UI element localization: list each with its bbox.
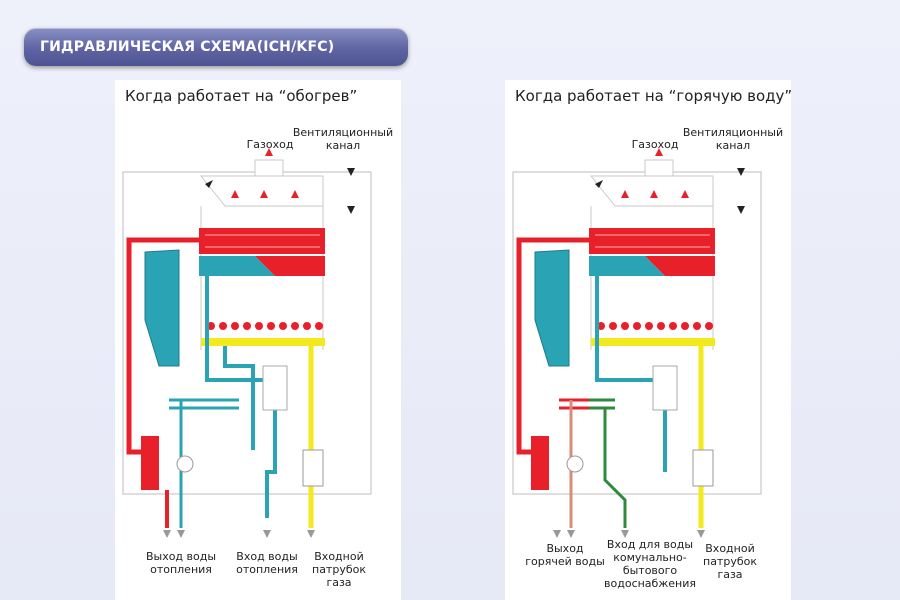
cold-water-inlet-label: Вход для воды комунально- бытового водос…: [604, 538, 696, 590]
secondary-heat-exchanger: [534, 249, 570, 367]
flue-outlet: [644, 159, 674, 177]
dhw-cold-manifold: [589, 398, 615, 410]
expansion-vessel: [531, 436, 549, 490]
flue-hood: [589, 175, 714, 207]
expansion-vessel: [141, 436, 159, 490]
vent-arrows: [205, 168, 355, 214]
burner-flames: [597, 322, 713, 330]
flue-label: Газоход: [246, 138, 294, 151]
dhw-hot-manifold: [559, 398, 589, 410]
hot-water-schematic: [512, 148, 762, 538]
gas-manifold: [201, 338, 325, 346]
pump-icon: [566, 455, 584, 473]
heating-supply-pipe: [126, 237, 199, 455]
return-section: [589, 256, 665, 276]
hot-water-outlet-label: Выход горячей воды: [525, 542, 605, 568]
heating-return-pipe: [205, 276, 277, 518]
connection-arrows: [553, 530, 705, 538]
return-section: [199, 256, 275, 276]
gas-valve: [302, 449, 324, 487]
secondary-heat-exchanger: [144, 249, 180, 367]
vent-channel-label: Вентиляционный канал: [682, 126, 784, 152]
fan-icon: [262, 365, 288, 411]
heating-return-pipe: [595, 276, 667, 472]
boiler-casing: [122, 171, 372, 495]
dhw-cold-inlet-pipe: [603, 408, 627, 528]
flue-gas-arrows: [621, 148, 689, 198]
heating-mode-title: Когда работает на “обогрев”: [125, 87, 358, 105]
heat-exchanger-fins: [205, 234, 320, 248]
boiler-casing: [512, 171, 762, 495]
heating-schematic: [122, 148, 372, 538]
flue-hood: [199, 175, 324, 207]
gas-inlet-label: Входной патрубок газа: [703, 542, 757, 581]
hot-water-mode-panel: Когда работает на “горячую воду”: [505, 80, 793, 600]
heating-supply-pipe: [516, 237, 589, 455]
vent-channel-label: Вентиляционный канал: [292, 126, 394, 152]
flue-outlet: [254, 159, 284, 177]
heating-outlet-label: Выход воды отопления: [145, 550, 217, 576]
banner-title: ГИДРАВЛИЧЕСКАЯ СХЕМА(ICH/KFC): [24, 28, 408, 66]
main-heat-exchanger: [199, 228, 325, 254]
connection-arrows: [163, 530, 315, 538]
fan-icon: [652, 365, 678, 411]
hot-water-mode-title: Когда работает на “горячую воду”: [515, 87, 793, 105]
flue-gas-arrows: [231, 148, 299, 198]
gas-inlet-label: Входной патрубок газа: [312, 550, 366, 589]
gas-manifold: [591, 338, 715, 346]
supply-section: [255, 256, 325, 276]
vent-arrows: [595, 168, 745, 214]
heating-mode-panel: Когда работает на “обогрев”: [115, 80, 401, 600]
burner-flames: [207, 322, 323, 330]
heating-inlet-label: Вход воды отопления: [236, 550, 298, 576]
gas-valve: [692, 449, 714, 487]
pump-icon: [176, 455, 194, 473]
supply-section: [645, 256, 715, 276]
flue-label: Газоход: [631, 138, 679, 151]
main-heat-exchanger: [589, 228, 715, 254]
